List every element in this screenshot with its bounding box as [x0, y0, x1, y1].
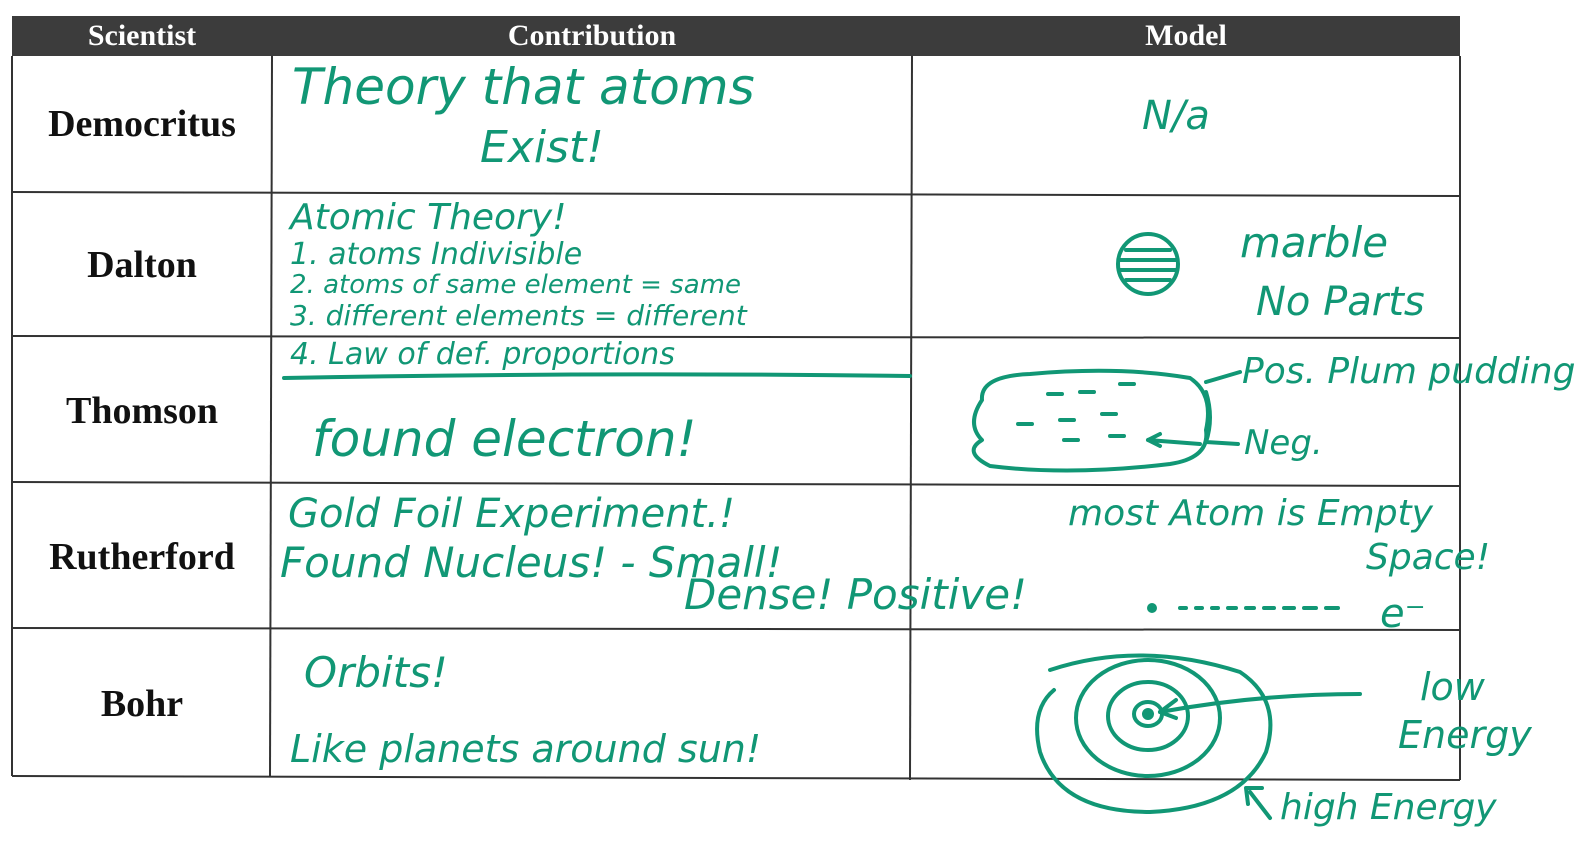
dalton-contribution-line2: 1. atoms Indivisible — [290, 237, 583, 272]
democritus-contribution-line1: Theory that atoms — [292, 58, 755, 116]
dalton-contribution-line4: 3. different elements = different — [290, 299, 747, 332]
header-model: Model — [912, 16, 1460, 56]
thomson-contribution: found electron! — [312, 410, 697, 468]
rutherford-contribution-line3: Dense! Positive! — [684, 570, 1027, 619]
bohr-model-energy: Energy — [1398, 713, 1532, 757]
scientist-thomson: Thomson — [65, 390, 219, 432]
bohr-orbits-sketch-icon — [1035, 653, 1362, 820]
bohr-model-low: low — [1420, 665, 1485, 709]
thomson-model-negative: Neg. — [1244, 423, 1323, 463]
header-contribution: Contribution — [272, 16, 912, 56]
dalton-model-line1: marble — [1240, 218, 1389, 267]
rutherford-contribution-line2: Found Nucleus! - Small! — [280, 538, 783, 587]
dalton-contribution-line3: 2. atoms of same element = same — [290, 270, 741, 300]
bohr-contribution-line2: Like planets around sun! — [290, 727, 762, 771]
rutherford-contribution-line1: Gold Foil Experiment.! — [288, 491, 735, 537]
bohr-contribution-line1: Orbits! — [304, 648, 448, 697]
thomson-model-positive: Pos. Plum pudding — [1242, 351, 1576, 392]
scientist-rutherford: Rutherford — [49, 536, 235, 578]
democritus-contribution-line2: Exist! — [480, 122, 604, 173]
bohr-model-high-energy: high Energy — [1280, 787, 1497, 828]
underline-stroke — [282, 372, 912, 380]
rutherford-model-line1: most Atom is Empty — [1068, 493, 1433, 534]
marble-sketch-icon — [1116, 232, 1180, 296]
dalton-contribution-line5: 4. Law of def. proportions — [290, 337, 675, 372]
plum-pudding-sketch-icon — [971, 368, 1242, 473]
rutherford-model-line2: Space! — [1366, 537, 1491, 578]
dalton-contribution-line1: Atomic Theory! — [290, 197, 567, 238]
scientist-bohr: Bohr — [100, 683, 184, 725]
dalton-model-line2: No Parts — [1256, 279, 1425, 325]
rutherford-model-electron: e⁻ — [1380, 591, 1426, 637]
scientist-dalton: Dalton — [87, 244, 197, 286]
header-scientist: Scientist — [12, 16, 272, 56]
scientist-democritus: Democritus — [48, 103, 236, 145]
democritus-model-text: N/a — [1142, 93, 1210, 139]
nucleus-sketch-icon — [1147, 603, 1340, 613]
